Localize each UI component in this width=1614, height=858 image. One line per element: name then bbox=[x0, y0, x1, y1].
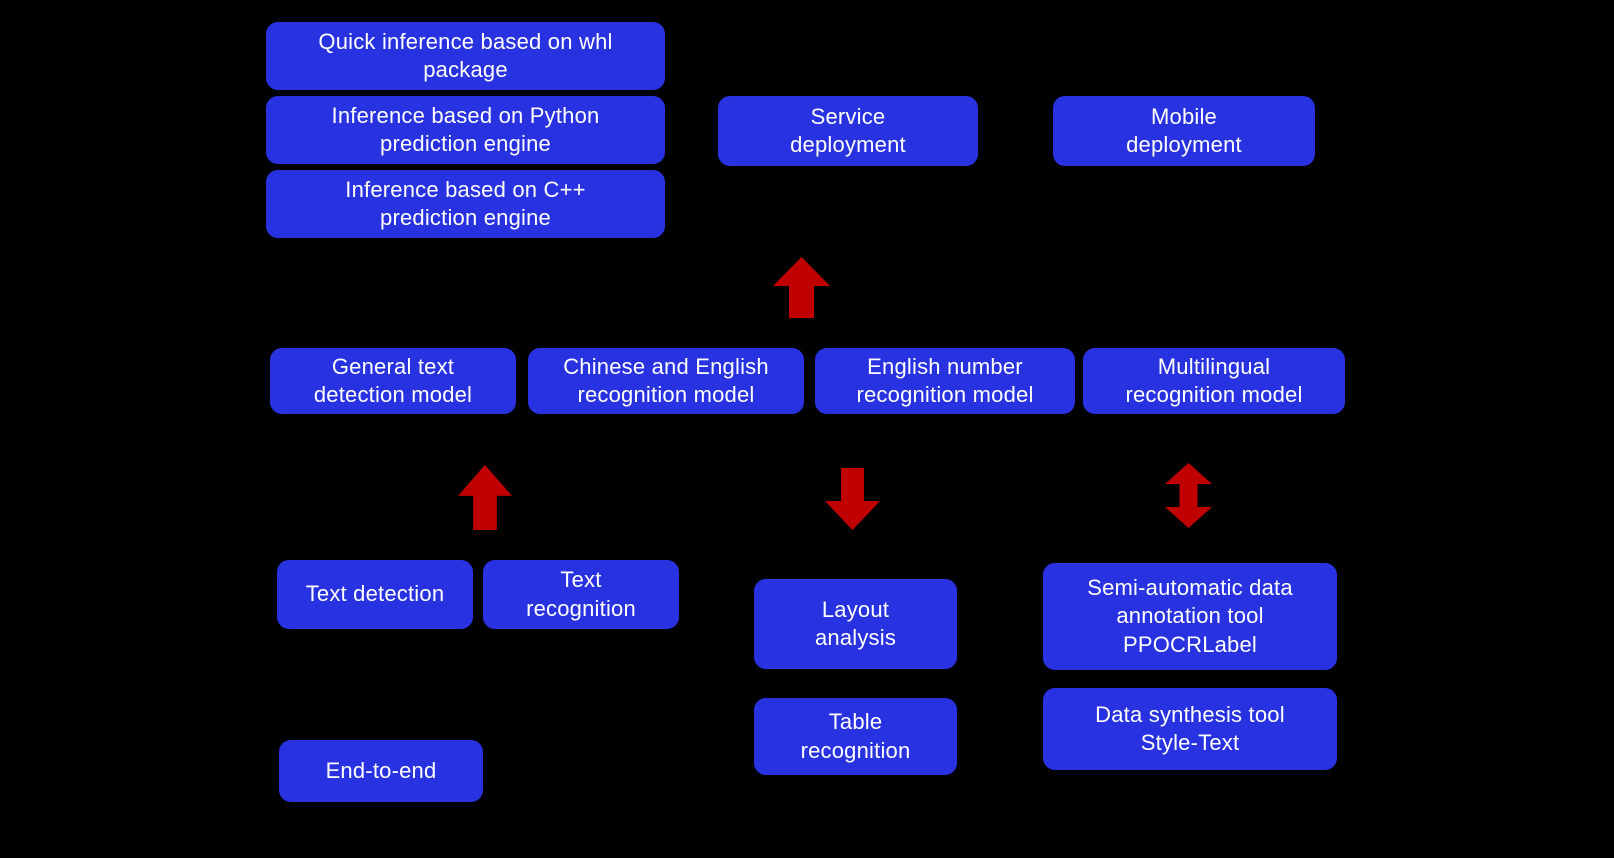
node-general-text-detection-model: General text detection model bbox=[270, 348, 516, 414]
node-style-text-synthesis-tool: Data synthesis tool Style-Text bbox=[1043, 688, 1337, 770]
node-multilingual-recognition-model: Multilingual recognition model bbox=[1083, 348, 1345, 414]
node-text-recognition: Text recognition bbox=[483, 560, 679, 629]
node-quick-inference-whl: Quick inference based on whl package bbox=[266, 22, 665, 90]
node-end-to-end: End-to-end bbox=[279, 740, 483, 802]
node-inference-cpp-engine: Inference based on C++ prediction engine bbox=[266, 170, 665, 238]
up-arrow-icon bbox=[773, 257, 830, 318]
node-layout-analysis: Layout analysis bbox=[754, 579, 957, 669]
node-text-detection: Text detection bbox=[277, 560, 473, 629]
node-service-deployment: Service deployment bbox=[718, 96, 978, 166]
node-ppocrlabel-annotation-tool: Semi-automatic data annotation tool PPOC… bbox=[1043, 563, 1337, 670]
node-chinese-english-recognition-model: Chinese and English recognition model bbox=[528, 348, 804, 414]
node-table-recognition: Table recognition bbox=[754, 698, 957, 775]
node-mobile-deployment: Mobile deployment bbox=[1053, 96, 1315, 166]
node-inference-python-engine: Inference based on Python prediction eng… bbox=[266, 96, 665, 164]
down-arrow-icon bbox=[825, 468, 880, 530]
node-english-number-recognition-model: English number recognition model bbox=[815, 348, 1075, 414]
up-arrow-icon bbox=[458, 465, 512, 530]
up-down-arrow-icon bbox=[1165, 463, 1212, 528]
